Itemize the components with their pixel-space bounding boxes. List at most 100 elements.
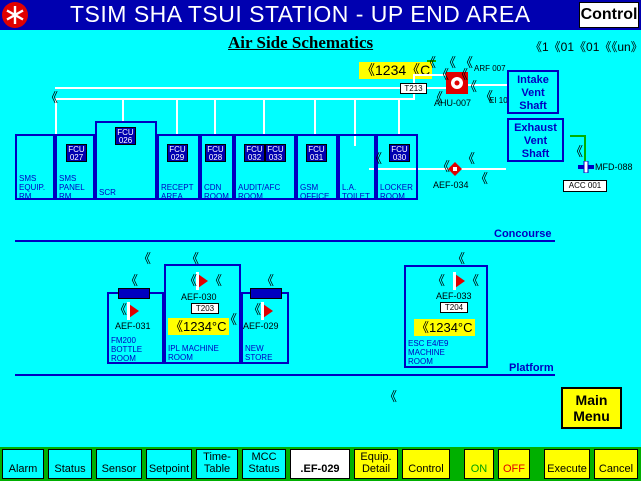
temperature-readout-top: 《1234《C	[359, 62, 433, 79]
status-indicator: 《	[430, 90, 444, 105]
on-button[interactable]: ON	[464, 449, 494, 479]
room-scr[interactable]: SCR	[95, 121, 157, 200]
schematic-subtitle: Air Side Schematics	[228, 33, 374, 52]
room-label: SCR	[99, 188, 116, 197]
exhaust-vent-shaft[interactable]: Exhaust Vent Shaft	[507, 118, 564, 162]
status-indicator: 《	[248, 302, 262, 317]
control-mode-button[interactable]: Control	[579, 2, 639, 28]
status-indicator: 《	[184, 273, 198, 288]
room-recept[interactable]: RECEPT AREA	[157, 134, 200, 201]
status-indicator: 《	[45, 90, 59, 105]
status-indicator: 《	[462, 151, 476, 166]
duct-drop	[314, 98, 316, 136]
status-indicator: 《	[475, 171, 489, 186]
duct-drop	[176, 98, 178, 136]
ahu-007-fan-icon[interactable]	[446, 72, 468, 94]
off-button[interactable]: OFF	[498, 449, 530, 479]
sensor-button[interactable]: Sensor	[96, 449, 142, 479]
fcu-027[interactable]: FCU 027	[66, 144, 87, 162]
room-la-toilet[interactable]: L.A. TOILET	[338, 134, 376, 201]
aef-029-fan-icon[interactable]	[261, 302, 275, 325]
room-audit-afc[interactable]: AUDIT/AFC ROOM	[234, 134, 296, 201]
intake-link	[427, 60, 436, 62]
aef-030-fan-icon[interactable]	[196, 272, 210, 295]
execute-button[interactable]: Execute	[544, 449, 590, 479]
platform-divider	[15, 374, 555, 376]
title-bar	[0, 0, 641, 30]
room-sms-panel[interactable]: SMS PANEL RM.	[55, 134, 95, 201]
status-indicator: 《	[224, 312, 238, 327]
label-aef-030: AEF-030	[181, 292, 217, 302]
fcu-031[interactable]: FCU 031	[306, 144, 327, 162]
aef-033-fan-icon[interactable]	[453, 272, 467, 295]
room-label: GSM OFFICE	[300, 183, 330, 201]
aef-034-fan-icon[interactable]	[446, 160, 464, 183]
section-label-platform: Platform	[509, 362, 554, 374]
status-indicator: 《	[452, 251, 466, 266]
room-esc-machine[interactable]: ESC E4/E9 MACHINE ROOM	[404, 265, 488, 368]
intake-vent-shaft[interactable]: Intake Vent Shaft	[507, 70, 559, 114]
exhaust-duct	[369, 168, 506, 170]
status-indicator: 《	[455, 67, 469, 82]
status-button[interactable]: Status	[48, 449, 92, 479]
tag-t213: T213	[400, 83, 427, 94]
fcu-033[interactable]: FCU 033	[265, 144, 286, 162]
room-sms-equip[interactable]: SMS EQUIP. RM.	[15, 134, 55, 201]
fcu-028[interactable]: FCU 028	[205, 144, 226, 162]
status-indicator: 《	[423, 55, 437, 70]
mtr-logo-icon	[2, 2, 28, 28]
setpoint-button[interactable]: Setpoint	[146, 449, 192, 479]
control-button[interactable]: Control	[402, 449, 450, 479]
room-locker[interactable]: LOCKER ROOM	[376, 134, 418, 201]
room-label: RECEPT AREA	[161, 183, 194, 201]
room-label: LOCKER ROOM	[380, 183, 413, 201]
room-label: NEW STORE	[245, 344, 273, 362]
duct-riser-top	[413, 74, 453, 76]
damper-mfd-088-icon[interactable]	[578, 160, 594, 174]
status-indicator: 《	[432, 273, 446, 288]
equip-detail-button[interactable]: Equip. Detail	[354, 449, 398, 479]
status-indicator: 《	[464, 79, 478, 94]
room-gsm-office[interactable]: GSM OFFICE	[296, 134, 338, 201]
status-indicator: 《	[138, 251, 152, 266]
room-label: CDN ROOM	[204, 183, 229, 201]
exhaust-link	[584, 135, 586, 161]
status-indicator: 《	[437, 159, 451, 174]
duct-drop	[122, 98, 124, 122]
fcu-026[interactable]: FCU 026	[115, 127, 136, 145]
mcc-status-button[interactable]: MCC Status	[242, 449, 286, 479]
cancel-button[interactable]: Cancel	[594, 449, 638, 479]
main-menu-button[interactable]: Main Menu	[561, 387, 622, 429]
status-indicator: 《	[209, 273, 223, 288]
fcu-029[interactable]: FCU 029	[167, 144, 188, 162]
grille-icon	[118, 288, 150, 299]
room-label: L.A. TOILET	[342, 183, 370, 201]
label-mfd-088: MFD-088	[595, 162, 633, 172]
room-label: SMS EQUIP. RM.	[19, 174, 46, 201]
status-indicator: 《	[460, 55, 474, 70]
status-indicator: 《	[261, 273, 275, 288]
label-arf-007: ARF 007	[474, 64, 506, 73]
status-indicator: 《	[384, 389, 398, 404]
fcu-032[interactable]: FCU 032	[244, 144, 265, 162]
tag-acc-001: ACC 001	[563, 180, 607, 192]
alarm-button[interactable]: Alarm	[2, 449, 44, 479]
status-indicator: 《	[125, 273, 139, 288]
duct-drop	[214, 98, 216, 136]
temperature-readout-esc: 《1234°C	[414, 319, 475, 336]
room-ipl-machine[interactable]: IPL MACHINE ROOM	[164, 264, 241, 364]
aef-031-fan-icon[interactable]	[127, 302, 141, 325]
supply-duct	[55, 87, 455, 89]
room-cdn[interactable]: CDN ROOM	[200, 134, 234, 201]
label-aef-034: AEF-034	[433, 180, 469, 190]
fcu-030[interactable]: FCU 030	[389, 144, 410, 162]
duct-drop	[354, 98, 356, 146]
status-indicator: 《	[443, 55, 457, 70]
duct-drop	[398, 98, 400, 136]
tag-t203: T203	[191, 303, 219, 314]
exhaust-link	[570, 135, 586, 137]
selected-equipment-display: .EF-029	[290, 449, 350, 479]
tag-t204: T204	[440, 302, 468, 313]
timetable-button[interactable]: Time-Table	[196, 449, 238, 479]
